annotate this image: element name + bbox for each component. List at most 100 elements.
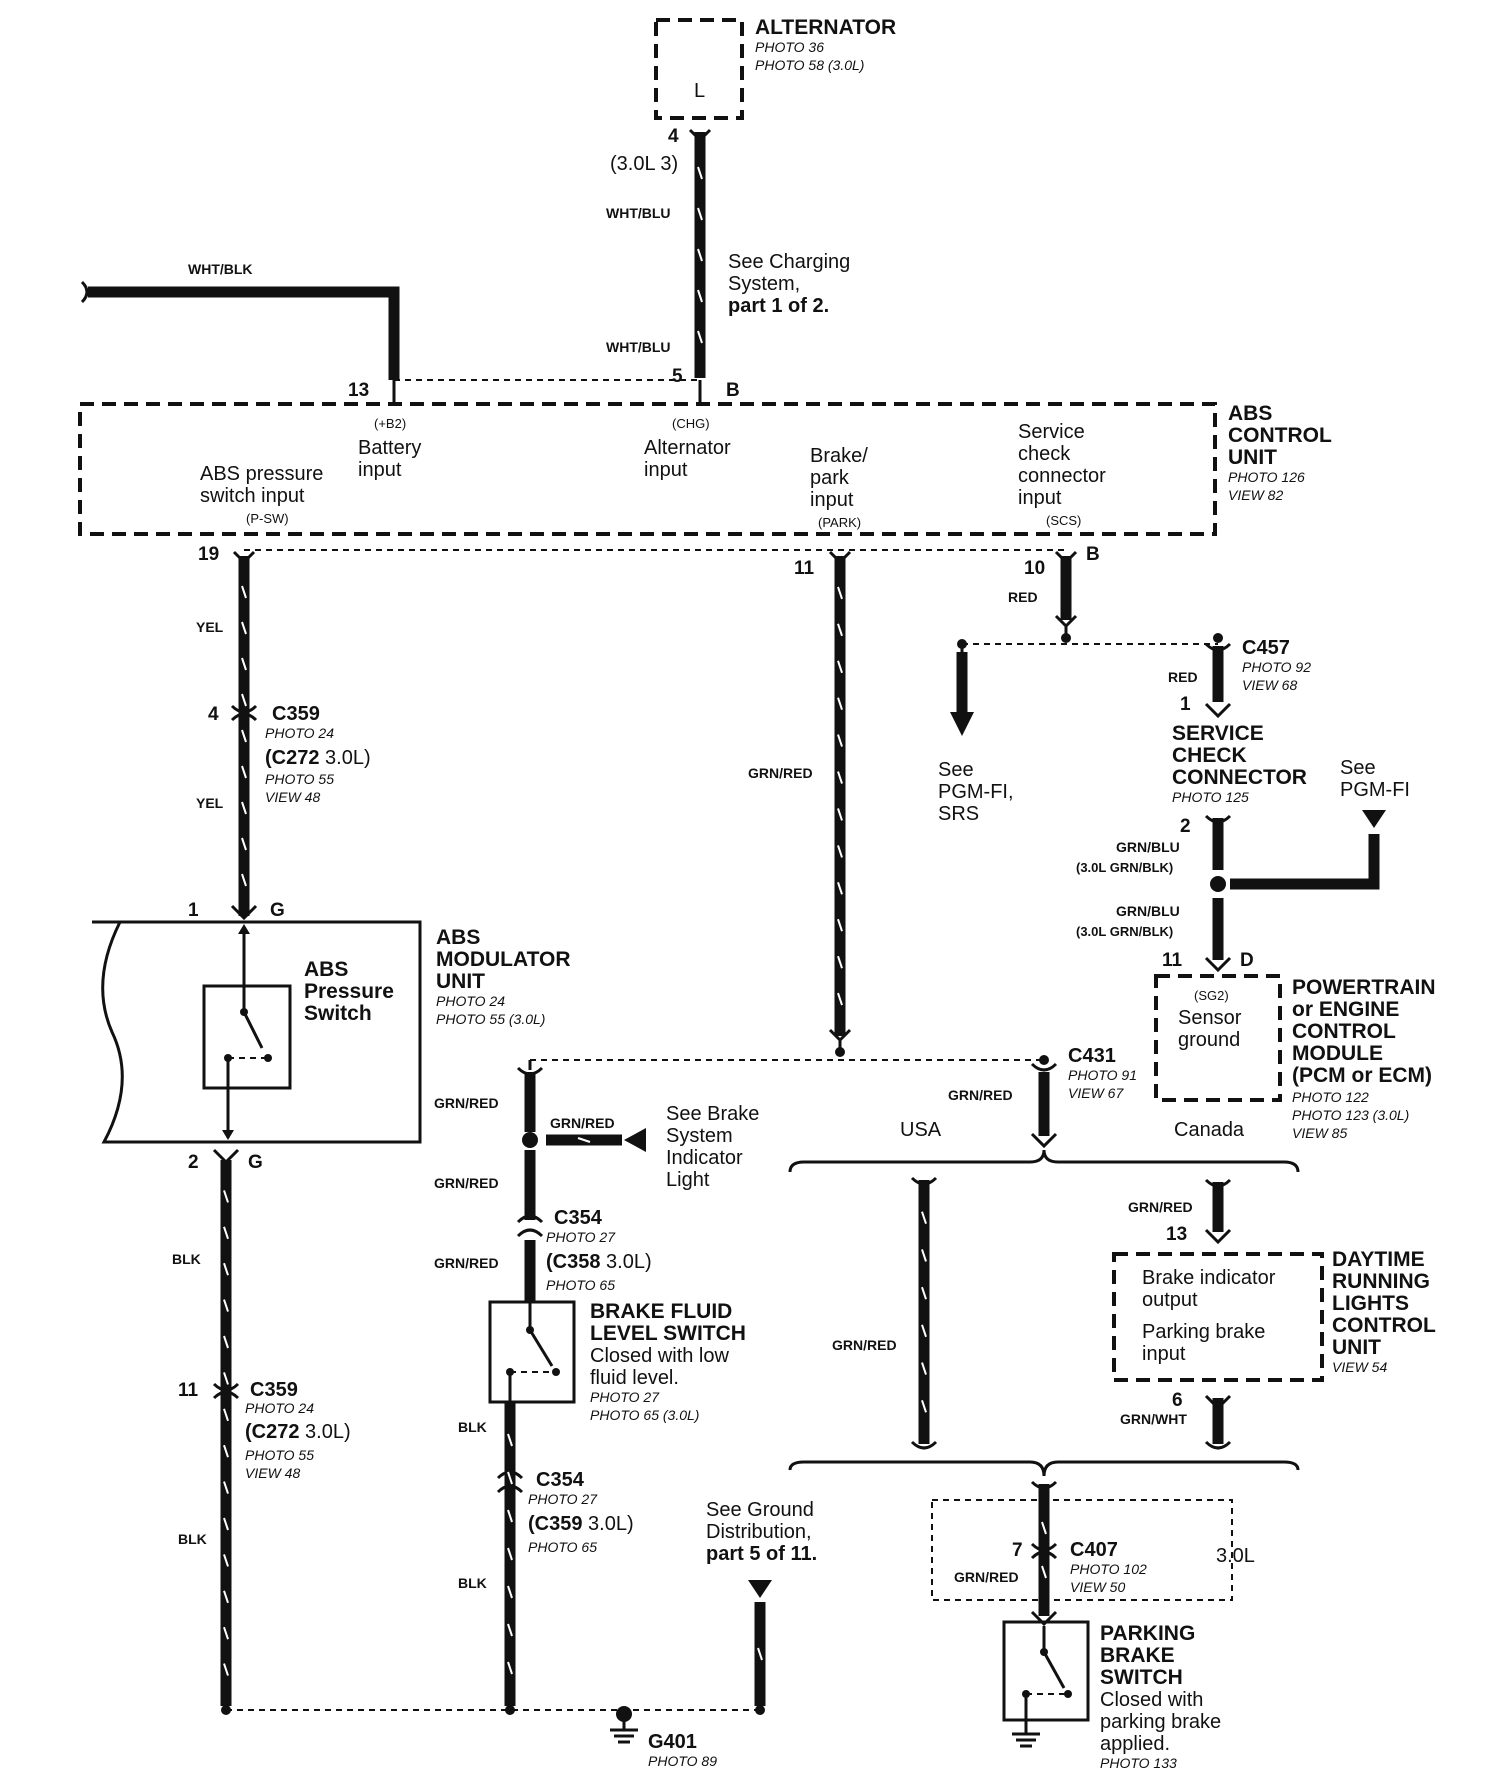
psw-line-2: switch input	[200, 485, 305, 507]
alternator-photo-2: PHOTO 58 (3.0L)	[755, 57, 864, 73]
ground-ref-3: part 5 of 11.	[706, 1543, 817, 1565]
wht-blk-label: WHT/BLK	[188, 261, 253, 277]
pgm-fi-srs-1: See	[938, 759, 974, 781]
usa-label: USA	[900, 1119, 942, 1141]
wire-tick	[757, 1647, 763, 1661]
c457-view: VIEW 68	[1242, 677, 1297, 693]
c431-photo: PHOTO 91	[1068, 1067, 1137, 1083]
modulator-title-2: MODULATOR	[436, 948, 571, 971]
pgm-fi-srs-arrow	[950, 712, 974, 736]
modulator-photo-1: PHOTO 24	[436, 993, 505, 1009]
wire-tick	[697, 330, 703, 344]
modulator-photo-2: PHOTO 55 (3.0L)	[436, 1011, 545, 1027]
brake-system-ref-3: Indicator	[666, 1147, 743, 1169]
service-check-title-2: CHECK	[1172, 744, 1247, 767]
c359-bottom-name: C359	[250, 1379, 298, 1401]
wire-tick	[507, 1623, 513, 1637]
wire-tick	[223, 1372, 229, 1385]
modulator-pin-1: 1	[188, 900, 199, 921]
pcm-line-1: Sensor	[1178, 1007, 1242, 1029]
wire-tick	[697, 207, 703, 221]
blk-label-2: BLK	[178, 1531, 207, 1547]
pgm-fi-srs-3: SRS	[938, 803, 979, 825]
abs-control-unit: 13 5 B (+B2) Battery input (CHG) Alterna…	[78, 366, 1332, 579]
drl-line-1: Brake indicator	[1142, 1267, 1276, 1289]
wire-tick	[837, 881, 843, 895]
pcm-conn: D	[1240, 950, 1254, 971]
pressure-switch-3: Switch	[304, 1002, 372, 1025]
blk-label-4: BLK	[458, 1575, 487, 1591]
parking-brake-photo: PHOTO 133	[1100, 1755, 1177, 1771]
wht-blk-break	[80, 280, 89, 304]
c359-top-view: VIEW 48	[265, 789, 320, 805]
drl-title-5: UNIT	[1332, 1336, 1381, 1359]
g401-photo: PHOTO 89	[648, 1753, 717, 1769]
scs-line-3: connector	[1018, 465, 1106, 487]
abs-pin-5: 5	[672, 366, 683, 387]
wire-tick	[223, 1262, 229, 1276]
c359-top-name: C359	[272, 703, 320, 725]
left-grn-red-1: GRN/RED	[434, 1095, 499, 1111]
parking-brake-title-1: PARKING	[1100, 1622, 1195, 1645]
drl-view: VIEW 54	[1332, 1359, 1387, 1375]
c431-wire-label: GRN/RED	[948, 1087, 1013, 1103]
c407-variant: 3.0L	[1216, 1545, 1255, 1567]
pcm-view: VIEW 85	[1292, 1125, 1347, 1141]
wire-tick	[837, 845, 843, 858]
left-grn-red-2: GRN/RED	[434, 1175, 499, 1191]
wire-tick	[507, 1585, 513, 1599]
charging-ref-3: part 1 of 2.	[728, 295, 829, 317]
pressure-switch-2: Pressure	[304, 980, 394, 1003]
wire-dash-ticks	[223, 166, 1047, 1676]
wire-tick	[223, 1481, 229, 1494]
wire-tick	[921, 1211, 927, 1225]
wire-tick	[241, 801, 247, 815]
drl-line-2: output	[1142, 1289, 1198, 1311]
pcm-line-2: ground	[1178, 1029, 1240, 1051]
wire-tick	[241, 621, 247, 635]
alternator-wire-label-2: WHT/BLU	[606, 339, 671, 355]
wire-tick	[241, 837, 247, 851]
pcm: 11 D (SG2) Sensor ground POWERTRAIN or E…	[1154, 950, 1436, 1141]
brake-fluid-line-2: fluid level.	[590, 1367, 679, 1389]
pcm-title-3: CONTROL	[1292, 1020, 1396, 1043]
modulator-pin-2: 2	[188, 1152, 199, 1173]
c359-bottom-photo: PHOTO 24	[245, 1400, 314, 1416]
c407-view: VIEW 50	[1070, 1579, 1125, 1595]
usa-wire-label: GRN/RED	[832, 1337, 897, 1353]
c354-top-name: C354	[554, 1207, 603, 1229]
modulator-conn-g-top: G	[270, 900, 285, 921]
wire-tick	[697, 248, 703, 262]
service-check-title-3: CONNECTOR	[1172, 766, 1307, 789]
brake-system-ref-1: See Brake	[666, 1103, 759, 1125]
c359-top-symbol	[230, 704, 258, 722]
abs-control-photo: PHOTO 126	[1228, 469, 1305, 485]
wire-tick	[241, 873, 247, 887]
wire-tick	[1041, 1521, 1047, 1535]
drl-title-4: CONTROL	[1332, 1314, 1436, 1337]
wire-tick	[837, 992, 843, 1006]
service-check-wire-2-alt: (3.0L GRN/BLK)	[1076, 924, 1173, 939]
c407-3-0l-box	[931, 1499, 1233, 1601]
ground-ref-2: Distribution,	[706, 1521, 812, 1543]
c359-top-alt: (C272 3.0L)	[265, 747, 371, 769]
brake-fluid-title-1: BRAKE FLUID	[590, 1300, 732, 1323]
blk-label-3: BLK	[458, 1419, 487, 1435]
c407-wire-label: GRN/RED	[954, 1569, 1019, 1585]
c359-top-pin: 4	[208, 704, 219, 725]
pcm-code: (SG2)	[1194, 988, 1229, 1003]
parking-brake-switch: PARKING BRAKE SWITCH Closed with parking…	[1002, 1620, 1221, 1771]
wire-tick	[577, 1137, 591, 1143]
service-check-connector: SERVICE CHECK CONNECTOR PHOTO 125 2	[1172, 722, 1307, 837]
wire-tick	[223, 1190, 229, 1203]
abs-pin-13: 13	[348, 380, 369, 401]
service-check-pin: 2	[1180, 816, 1191, 837]
wire-tick	[241, 657, 247, 671]
drl-pin-in: 13	[1166, 1224, 1187, 1245]
wire-tick	[921, 1286, 927, 1300]
service-check-wire-1-label: GRN/BLU	[1116, 839, 1180, 855]
pgm-fi-wire	[1230, 834, 1380, 890]
c354-top-symbol	[516, 1214, 544, 1238]
pressure-switch-1: ABS	[304, 958, 348, 981]
chg-code: (CHG)	[672, 416, 710, 431]
